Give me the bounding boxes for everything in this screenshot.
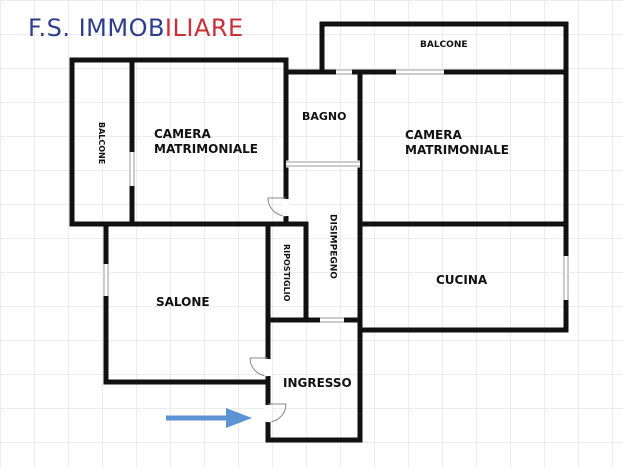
label-disimpegno: DISIMPEGNO (327, 214, 338, 279)
label-camera-right-line2: MATRIMONIALE (405, 143, 509, 157)
label-ripostiglio: RIPOSTIGLIO (282, 244, 291, 302)
door-gaps (264, 199, 290, 422)
label-camera-right: CAMERA MATRIMONIALE (405, 128, 509, 158)
label-cucina: CUCINA (436, 273, 488, 287)
label-salone: SALONE (156, 295, 210, 309)
wall-ingresso (265, 317, 363, 443)
window-gaps (102, 68, 570, 324)
label-balcone-left: BALCONE (97, 122, 106, 165)
entrance-arrow-icon (166, 408, 252, 428)
label-camera-left: CAMERA MATRIMONIALE (154, 127, 258, 157)
label-balcone-top: BALCONE (420, 40, 468, 50)
label-camera-left-line2: MATRIMONIALE (154, 142, 258, 156)
wall-salone (103, 221, 271, 385)
window-lines (103, 69, 569, 323)
label-camera-right-line1: CAMERA (405, 128, 462, 142)
agency-logo: F.S. IMMOBILIARE (28, 14, 244, 42)
label-bagno: BAGNO (302, 110, 347, 123)
logo-text-part-2: ILIARE (164, 14, 244, 42)
wall-ripostiglio (265, 221, 309, 323)
label-camera-left-line1: CAMERA (154, 127, 211, 141)
logo-text-part-1: F.S. IMMOB (28, 14, 165, 42)
label-ingresso: INGRESSO (283, 376, 352, 390)
